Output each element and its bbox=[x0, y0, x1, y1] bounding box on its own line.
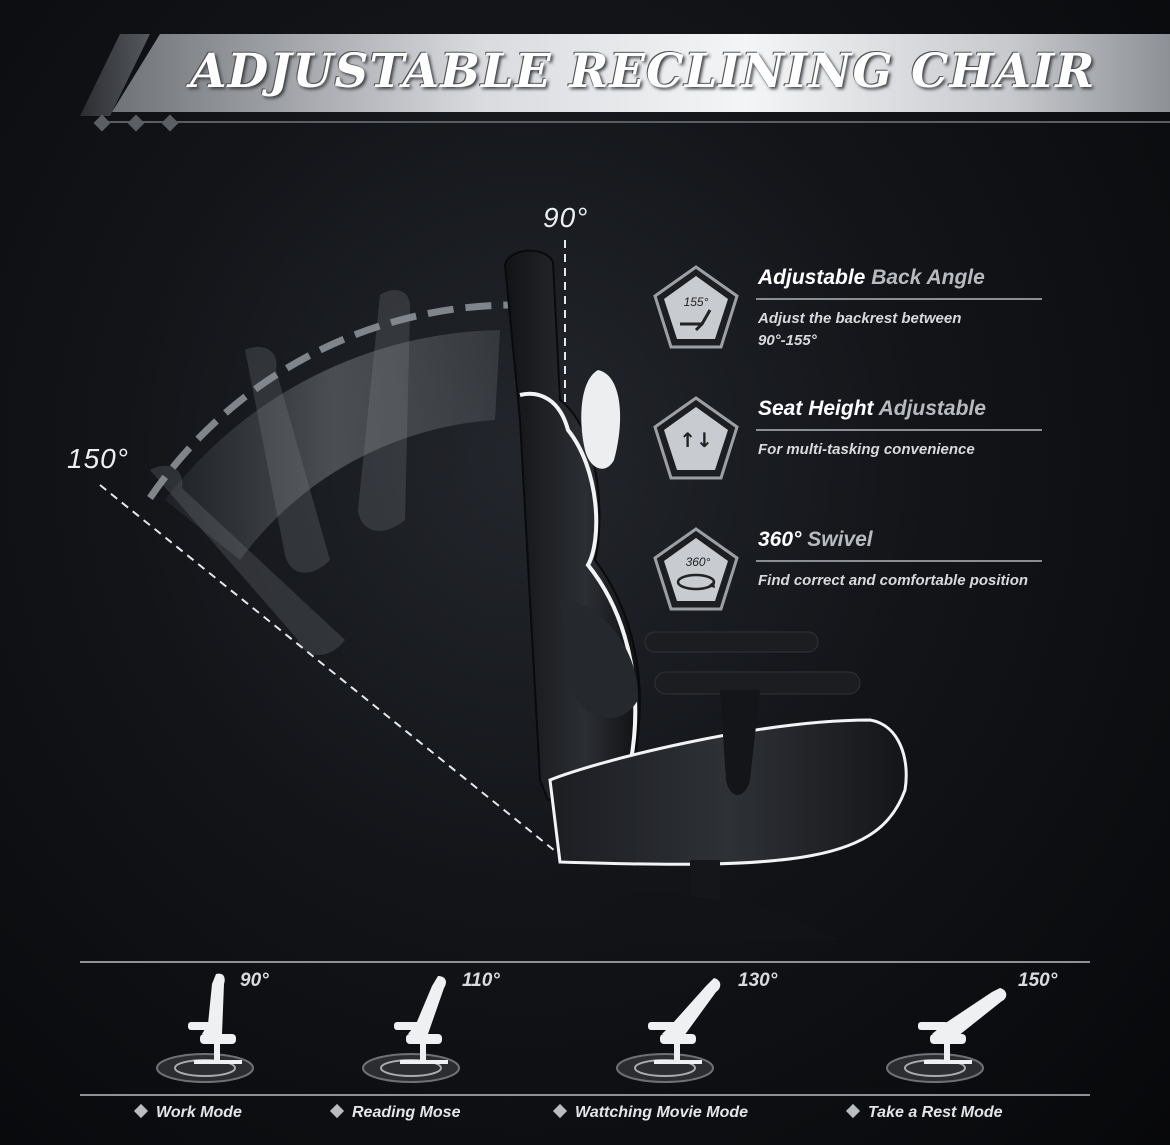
diamond-bullet-icon bbox=[845, 1103, 861, 1119]
recline-arc-band bbox=[165, 330, 500, 560]
banner-underline bbox=[100, 121, 1170, 123]
mode-label-work: Work Mode bbox=[133, 1103, 242, 1122]
chair-arm-support bbox=[720, 690, 760, 795]
recline-illustration bbox=[99, 240, 908, 945]
chair-headrest-pillow bbox=[581, 370, 621, 469]
mode-reading: 110° bbox=[356, 964, 566, 1084]
chair-110-icon bbox=[362, 976, 460, 1083]
chair-base bbox=[600, 892, 840, 945]
angle-label-upright: 90° bbox=[543, 202, 589, 233]
angle-label-reclined: 150° bbox=[67, 443, 129, 474]
chair-lumbar-pillow bbox=[560, 600, 639, 719]
modes-top-rule bbox=[80, 961, 1090, 963]
swivel-icon: 360° bbox=[653, 527, 739, 611]
chair-seat bbox=[548, 718, 908, 866]
chair-backrest bbox=[503, 249, 641, 802]
mode-rest: 150° bbox=[880, 964, 1090, 1084]
mode-degree: 110° bbox=[462, 970, 500, 991]
diamond-bullet-icon bbox=[133, 1103, 149, 1119]
diamond-bullet-icon bbox=[552, 1103, 568, 1119]
diamond-bullet-icon bbox=[329, 1103, 345, 1119]
feature-description: For multi-tasking convenience bbox=[758, 441, 975, 458]
feature-title: Seat Height Adjustable bbox=[758, 397, 986, 420]
feature-seat-height: ↑↓ Seat Height Adjustable For multi-task… bbox=[652, 395, 1092, 485]
feature-title: Adjustable Back Angle bbox=[758, 266, 985, 289]
angle-line-150 bbox=[99, 484, 561, 856]
chair-150-icon bbox=[886, 988, 1007, 1083]
svg-text:↑↓: ↑↓ bbox=[679, 428, 713, 452]
chair-90-icon bbox=[156, 973, 254, 1083]
recline-arc-dashes bbox=[147, 301, 511, 500]
recline-angle-icon: 155° bbox=[653, 265, 739, 349]
svg-text:155°: 155° bbox=[684, 295, 709, 309]
feature-title: 360° Swivel bbox=[758, 528, 873, 551]
svg-text:360°: 360° bbox=[686, 555, 711, 569]
feature-swivel: 360° 360° Swivel Find correct and comfor… bbox=[652, 526, 1092, 616]
mode-degree: 90° bbox=[240, 970, 269, 991]
feature-divider bbox=[756, 429, 1042, 431]
mode-degree: 150° bbox=[1018, 970, 1058, 991]
feature-description: Find correct and comfortable position bbox=[758, 572, 1029, 589]
mode-label-reading: Reading Mose bbox=[329, 1103, 460, 1122]
height-arrows-icon: ↑↓ bbox=[653, 396, 739, 480]
mode-label-rest: Take a Rest Mode bbox=[845, 1103, 1003, 1122]
mode-movie: 130° bbox=[610, 964, 820, 1084]
ghost-backrests bbox=[150, 290, 411, 655]
feature-back-angle: 155° Adjustable Back Angle Adjust the ba… bbox=[652, 264, 1092, 354]
mode-degree: 130° bbox=[738, 970, 778, 991]
feature-divider bbox=[756, 298, 1042, 300]
chair-armrest-top bbox=[644, 631, 819, 653]
banner-title: ADJUSTABLE RECLINING CHAIR bbox=[190, 44, 1096, 99]
chair-130-icon bbox=[616, 978, 721, 1083]
feature-description: Adjust the backrest between 90°-155° bbox=[758, 310, 962, 349]
mode-work: 90° bbox=[150, 964, 360, 1084]
feature-divider bbox=[756, 560, 1042, 562]
title-banner bbox=[112, 34, 1170, 112]
mode-label-movie: Wattching Movie Mode bbox=[552, 1103, 748, 1122]
modes-bottom-rule bbox=[80, 1094, 1090, 1096]
